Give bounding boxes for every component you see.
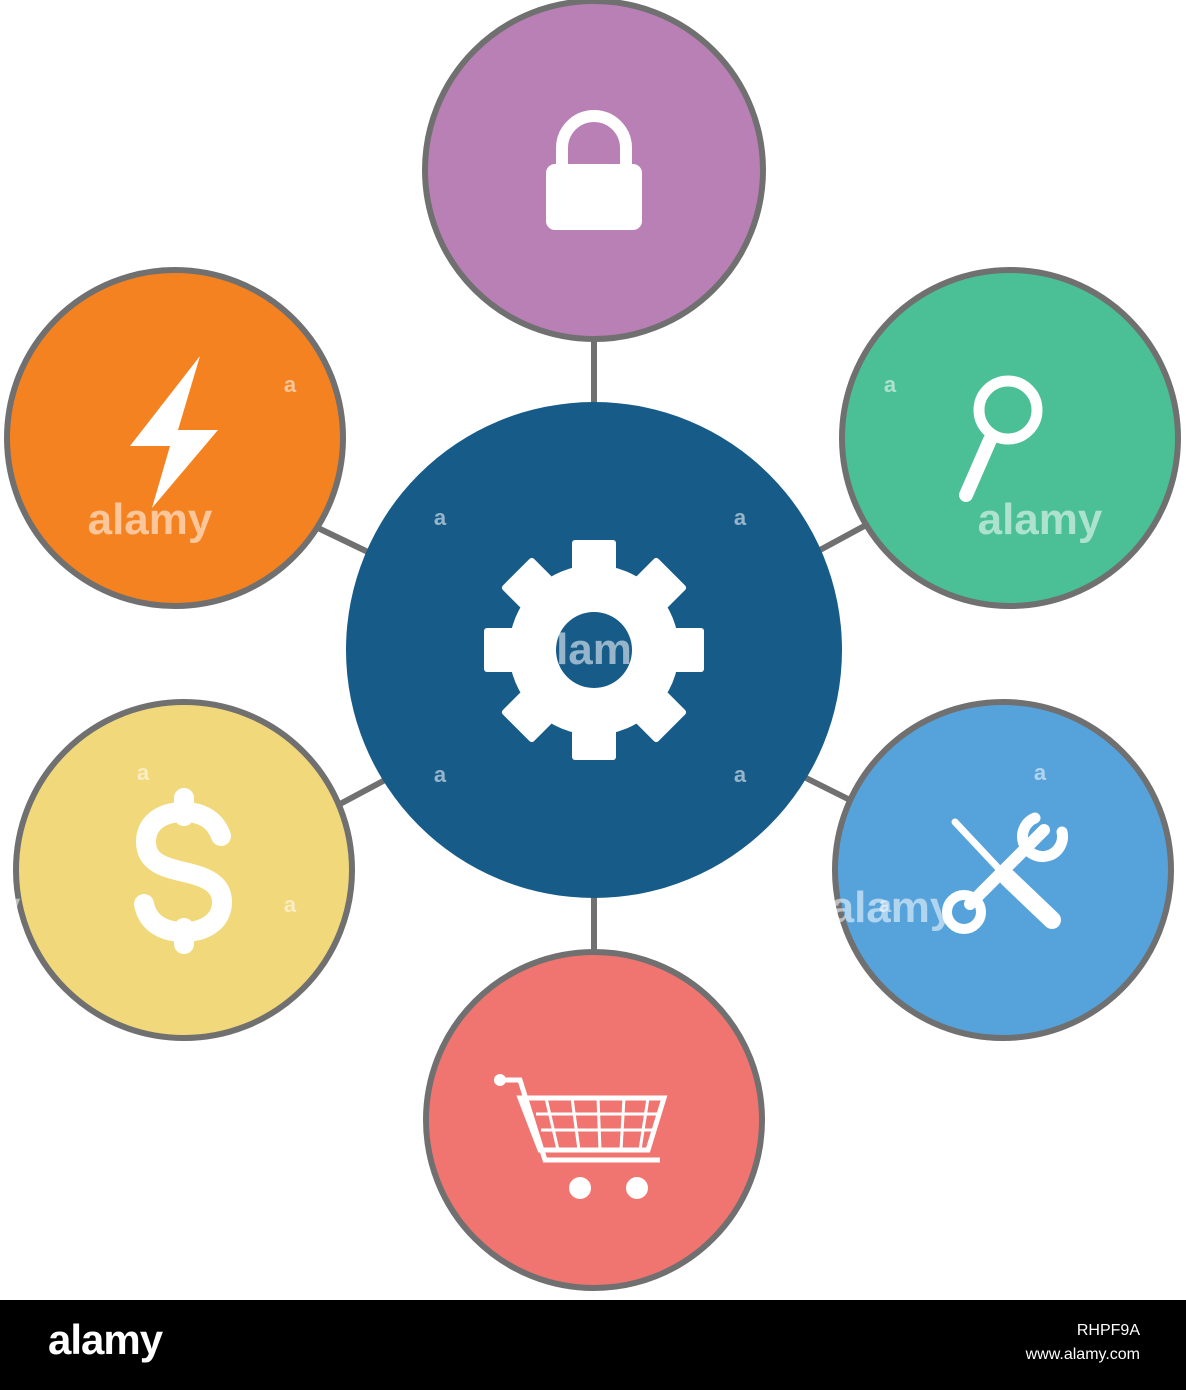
gear-hole: [556, 612, 632, 688]
connector-right-lower: [804, 775, 852, 803]
watermark-a: a: [884, 372, 897, 397]
magnifier-icon: [959, 375, 1043, 502]
lightning-icon: [130, 356, 218, 508]
watermark-footer: alamy RHPF9A www.alamy.com: [0, 1300, 1186, 1390]
node-right-upper: alamy a: [839, 267, 1181, 609]
node-watermark: y: [0, 883, 21, 932]
dollar-icon: [134, 788, 233, 954]
connectors: [316, 340, 870, 956]
watermark-a: a: [879, 892, 892, 917]
node-watermark: alamy: [830, 883, 955, 932]
alamy-logo: alamy: [48, 1316, 163, 1363]
node-left-upper: alamy a: [4, 267, 346, 609]
node-right-lower: alamy a a: [830, 699, 1174, 1041]
watermark-a: a: [434, 762, 447, 787]
watermark-a: a: [734, 505, 747, 530]
connector-left-lower: [338, 777, 387, 807]
watermark-a: a: [1034, 760, 1047, 785]
hub-diagram: lam a a a a alamy a alamy a: [0, 0, 1181, 1291]
node-top: [422, 0, 766, 342]
watermark-a: a: [434, 505, 447, 530]
watermark-a: a: [734, 762, 747, 787]
node-bottom: [423, 949, 765, 1291]
watermark-a: a: [284, 892, 297, 917]
site-url: www.alamy.com: [1025, 1346, 1140, 1363]
node-left-lower: y a a: [0, 699, 355, 1041]
footer-meta: RHPF9A www.alamy.com: [1026, 1322, 1140, 1364]
image-id: RHPF9A: [1076, 1322, 1140, 1339]
node-watermark: alamy: [978, 495, 1103, 544]
node-watermark: alamy: [88, 495, 213, 544]
lock-icon: [546, 110, 642, 230]
center-watermark: lam: [556, 625, 632, 674]
tools-icon: [942, 812, 1068, 934]
node-bottom-circle: [423, 949, 765, 1291]
watermark-a: a: [137, 760, 150, 785]
connector-right-upper: [818, 521, 870, 553]
watermark-a: a: [284, 372, 297, 397]
cart-icon: [494, 1074, 668, 1199]
hub-center: lam a a a a: [346, 402, 842, 898]
connector-left-upper: [316, 525, 370, 555]
